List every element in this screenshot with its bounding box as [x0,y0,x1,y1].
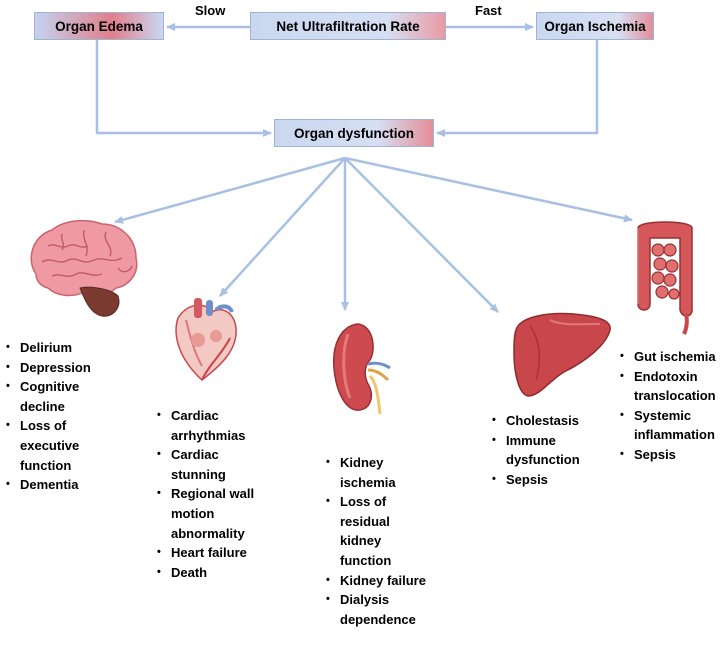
effect-line: Gut ischemia [620,347,716,367]
effect-line: translocation [634,388,716,404]
effect-line: Dementia [6,475,91,495]
organ-edema-box: Organ Edema [34,12,164,40]
liver-icon [513,312,611,397]
effect-line: Cardiac [157,406,254,426]
effect-line: Loss of [326,492,426,512]
effect-line: Kidney [326,453,426,473]
arrow-ischemia-to-dysfunction [436,40,599,137]
liver-effects-list: CholestasisImmunedysfunctionSepsis [492,411,580,489]
net-ultrafiltration-rate-box: Net Ultrafiltration Rate [250,12,446,40]
intestine-effects-list: Gut ischemiaEndotoxintranslocationSystem… [620,347,716,465]
effect-line: motion [171,505,215,521]
effect-line: Death [157,563,254,583]
effect-line: Depression [6,358,91,378]
effect-line: dysfunction [506,452,580,468]
kidney-icon [332,323,391,415]
effect-line: Delirium [6,338,91,358]
effect-line: executive [20,437,80,453]
effect-line: decline [20,398,65,414]
effect-line: Dialysis [326,590,426,610]
arrow-to-heart [219,157,346,297]
arrow-to-brain [114,156,346,224]
effect-line: stunning [171,466,226,482]
effect-line: Loss of [6,416,91,436]
effect-line: residual [340,513,390,529]
effect-line: Cognitive [6,377,91,397]
effect-line: function [20,457,72,473]
arrow-edema-to-dysfunction [95,40,272,137]
effect-line: Cardiac [157,445,254,465]
effect-line: Endotoxin [620,367,716,387]
effect-line: Regional wall [157,484,254,504]
slow-label: Slow [195,3,226,18]
effect-line: Sepsis [620,445,716,465]
effect-line: Sepsis [492,470,580,490]
organ-ischemia-box: Organ Ischemia [536,12,654,40]
organ-dysfunction-box: Organ dysfunction [274,119,434,147]
effect-line: arrhythmias [171,427,246,443]
effect-line: Systemic [620,406,716,426]
effect-line: dependence [340,611,416,627]
effect-line: inflammation [634,427,715,443]
heart-icon [175,298,237,381]
effect-line: Heart failure [157,543,254,563]
brain-effects-list: DeliriumDepressionCognitivedeclineLoss o… [6,338,91,495]
intestine-icon [637,221,693,335]
effect-line: kidney [340,533,382,549]
brain-icon [30,219,138,317]
effect-line: ischemia [340,474,396,490]
effect-line: Kidney failure [326,571,426,591]
fast-label: Fast [475,3,502,18]
arrow-to-intestine [344,156,633,223]
heart-effects-list: CardiacarrhythmiasCardiacstunningRegiona… [157,406,254,582]
effect-line: abnormality [171,525,245,541]
effect-line: function [340,552,392,568]
effect-line: Immune [492,431,580,451]
effect-line: Cholestasis [492,411,580,431]
arrow-to-liver [344,157,499,313]
